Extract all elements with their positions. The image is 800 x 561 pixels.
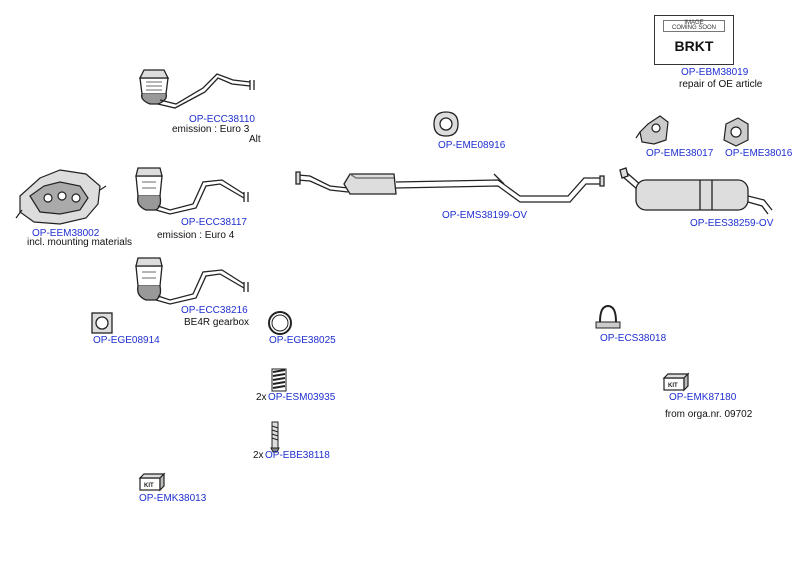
clamp-ecs38018-icon[interactable] [595, 304, 621, 329]
part-code-ecs38018[interactable]: OP-ECS38018 [600, 333, 667, 344]
flange-gasket-eme08916-icon[interactable] [433, 111, 459, 137]
kit-box-emk38013-icon[interactable]: KIT [138, 472, 166, 492]
part-code-ees38259[interactable]: OP-EES38259-OV [690, 218, 774, 229]
exhaust-manifold-eem38002-icon[interactable] [15, 169, 107, 225]
catalytic-converter-ecc38110-icon[interactable] [138, 69, 255, 109]
part-code-ecc38110[interactable]: OP-ECC38110 [189, 114, 255, 125]
kit-label: KIT [144, 483, 154, 489]
catalytic-converter-ecc38117-icon[interactable] [135, 167, 249, 215]
part-code-eme08916[interactable]: OP-EME08916 [438, 140, 506, 151]
placeholder-text: BRKT [674, 38, 714, 54]
part-qty-ebe38118: 2x [253, 450, 264, 461]
bolt-ebe38118-icon[interactable] [270, 421, 280, 453]
part-code-esm03935[interactable]: OP-ESM03935 [268, 392, 336, 403]
part-code-ebe38118[interactable]: OP-EBE38118 [265, 450, 330, 461]
placeholder-badge: IMAGE COMING SOON [663, 20, 725, 32]
kit-box-emk87180-icon[interactable]: KIT [662, 372, 690, 392]
part-code-ecc38216[interactable]: OP-ECC38216 [181, 305, 248, 316]
part-code-eme38017[interactable]: OP-EME38017 [646, 148, 714, 159]
gasket-ege08914-icon[interactable] [91, 312, 113, 334]
part-code-ebm38019[interactable]: OP-EBM38019 [681, 67, 749, 78]
gasket-ring-ege38025-icon[interactable] [268, 311, 292, 335]
rear-silencer-ees38259-icon[interactable] [619, 167, 773, 215]
part-code-ege08914[interactable]: OP-EGE08914 [93, 335, 160, 346]
middle-silencer-ems38199-icon[interactable] [295, 171, 605, 203]
placeholder-line2: COMING SOON [671, 25, 716, 31]
part-note-ecc38110-2: Alt [249, 134, 261, 145]
part-code-eme38016[interactable]: OP-EME38016 [725, 148, 793, 159]
part-note-eem38002: incl. mounting materials [27, 237, 133, 248]
part-note-emk87180: from orga.nr. 09702 [665, 409, 753, 420]
part-code-emk87180[interactable]: OP-EMK87180 [669, 392, 737, 403]
part-code-ecc38117[interactable]: OP-ECC38117 [181, 217, 247, 228]
spring-esm03935-icon[interactable] [271, 368, 287, 392]
part-code-ems38199[interactable]: OP-EMS38199-OV [442, 210, 528, 221]
image-coming-soon-placeholder: IMAGE COMING SOON BRKT [654, 15, 734, 65]
catalytic-converter-ecc38216-icon[interactable] [135, 257, 249, 305]
mount-eme38016-icon[interactable] [723, 117, 749, 147]
part-note-ecc38117: emission : Euro 4 [157, 230, 235, 241]
part-code-emk38013[interactable]: OP-EMK38013 [139, 493, 207, 504]
part-qty-esm03935: 2x [256, 392, 267, 403]
part-code-ege38025[interactable]: OP-EGE38025 [269, 335, 336, 346]
part-note-ecc38110-1: emission : Euro 3 [172, 124, 250, 135]
placeholder-line1: IMAGE [684, 20, 704, 26]
part-code-eem38002[interactable]: OP-EEM38002 [32, 228, 100, 239]
mount-eme38017-icon[interactable] [635, 115, 669, 145]
part-note-ecc38216: BE4R gearbox [184, 317, 250, 328]
part-note-ebm38019: repair of OE article [679, 79, 763, 90]
kit-label: KIT [668, 383, 678, 389]
